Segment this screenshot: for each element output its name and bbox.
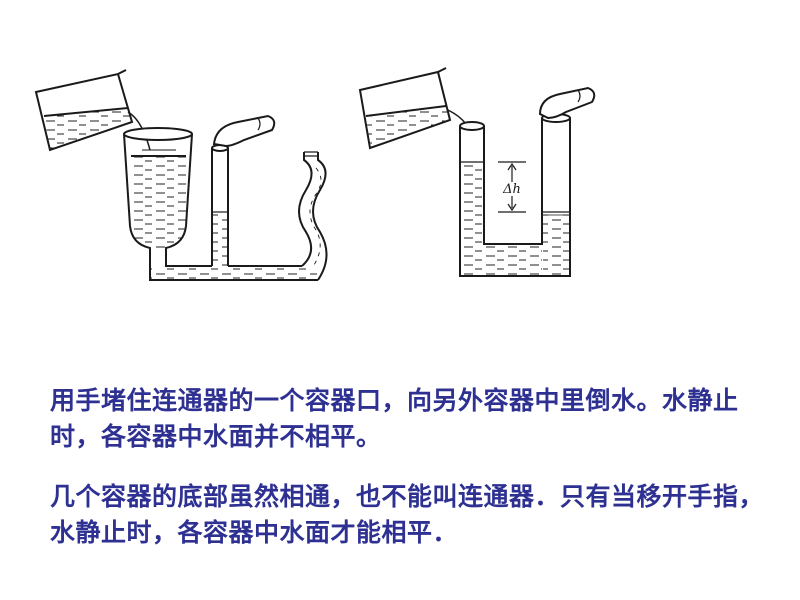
vertical-tube-blocked: [211, 144, 229, 266]
water-stream-left: [127, 111, 151, 151]
paragraph-1: 用手堵住连通器的一个容器口，向另外容器中里倒水。水静止时，各容器中水面并不相平。: [50, 386, 739, 451]
delta-h-label: Δh: [502, 182, 521, 197]
finger-left: [212, 114, 276, 148]
diagram-figures: Δh: [34, 67, 596, 281]
left-apparatus: [34, 69, 328, 281]
wavy-tube: [298, 151, 328, 281]
paragraph-2: 几个容器的底部虽然相通，也不能叫连通器．只有当移开手指，水静止时，各容器中水面才…: [50, 482, 765, 547]
funnel-container: [123, 127, 193, 258]
bottom-tube: [149, 258, 318, 281]
right-apparatus: [358, 67, 596, 277]
u-tube: [459, 113, 571, 277]
pouring-beaker-left: [34, 69, 134, 152]
delta-h-marker: [498, 161, 526, 213]
water-stream-right: [447, 109, 467, 125]
pouring-beaker-right: [358, 67, 452, 150]
finger-right: [538, 86, 596, 120]
